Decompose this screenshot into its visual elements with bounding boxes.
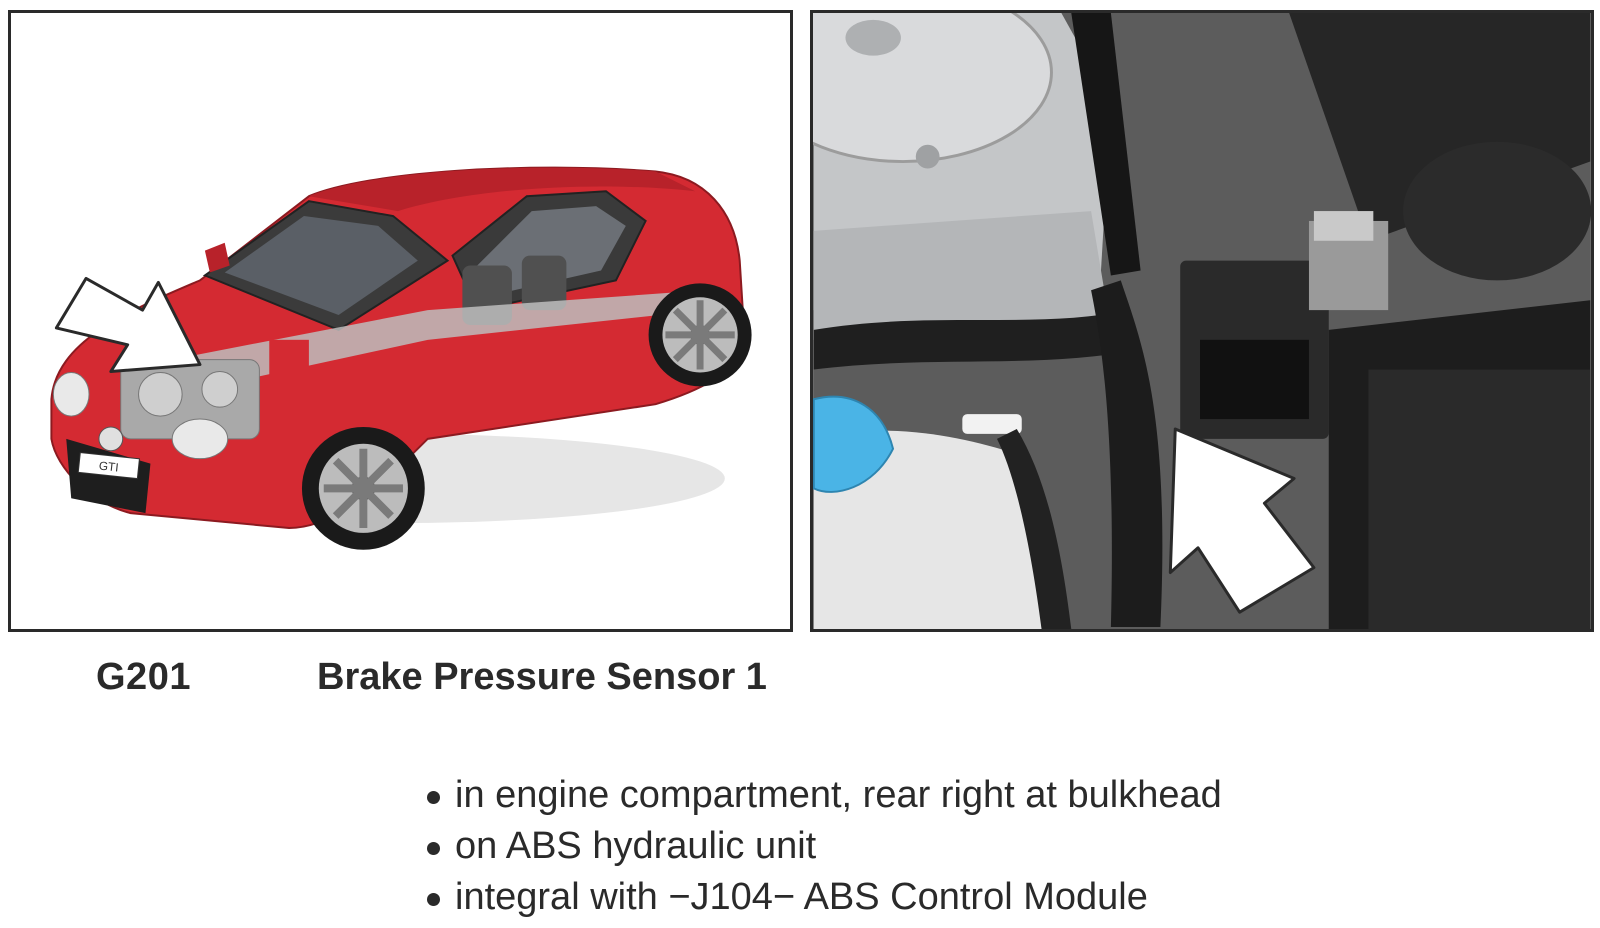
component-name: Brake Pressure Sensor 1	[317, 656, 767, 698]
vehicle-cutaway-illustration: GTI	[8, 10, 793, 632]
bullet-icon	[427, 893, 440, 906]
location-text: on ABS hydraulic unit	[455, 825, 817, 867]
engine-bay-drawing	[813, 13, 1591, 629]
list-item: in engine compartment, rear right at bul…	[425, 770, 1222, 821]
engine-bay-photo	[810, 10, 1594, 632]
location-text: in engine compartment, rear right at bul…	[455, 774, 1222, 816]
location-list: in engine compartment, rear right at bul…	[425, 770, 1222, 923]
vehicle-cutaway-drawing: GTI	[50, 166, 752, 550]
location-arrow	[54, 276, 202, 373]
location-arrow	[1168, 427, 1316, 614]
license-plate: GTI	[98, 459, 119, 475]
location-text: integral with −J104− ABS Control Module	[455, 876, 1148, 918]
bullet-icon	[427, 791, 440, 804]
list-item: integral with −J104− ABS Control Module	[425, 872, 1222, 923]
list-item: on ABS hydraulic unit	[425, 821, 1222, 872]
bullet-icon	[427, 842, 440, 855]
component-code: G201	[96, 656, 191, 698]
